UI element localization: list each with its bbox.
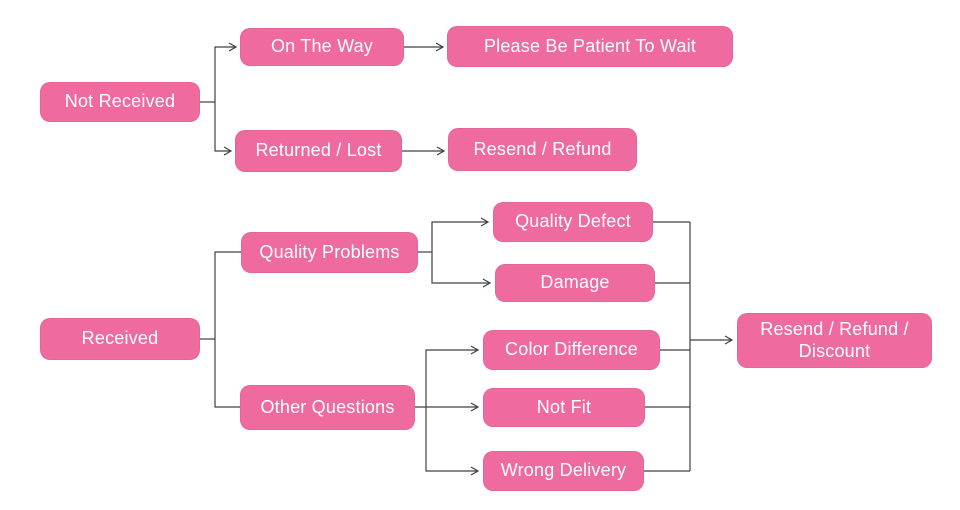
- node-on-the-way: On The Way: [240, 28, 404, 66]
- edge-not-received-to-returned-lost: [214, 102, 233, 156]
- node-received: Received: [40, 318, 200, 360]
- edge-quality-problems-to-quality-defect: [431, 217, 490, 252]
- node-quality-defect: Quality Defect: [493, 202, 653, 242]
- node-color-difference: Color Difference: [483, 330, 660, 370]
- node-other-questions: Other Questions: [240, 385, 415, 430]
- node-quality-problems: Quality Problems: [241, 232, 418, 273]
- edge-received-to-other-questions: [214, 339, 240, 408]
- node-resend-refund: Resend / Refund: [448, 128, 637, 171]
- edge-received-to-quality-problems: [214, 251, 241, 339]
- node-not-fit: Not Fit: [483, 388, 645, 427]
- node-returned-lost: Returned / Lost: [235, 130, 402, 172]
- node-wrong-delivery: Wrong Delivery: [483, 451, 644, 491]
- node-not-received: Not Received: [40, 82, 200, 122]
- edge-other-questions-to-color-difference: [425, 345, 480, 407]
- node-damage: Damage: [495, 264, 655, 302]
- node-resend-refund-discount: Resend / Refund / Discount: [737, 313, 932, 368]
- edge-not-received-to-on-the-way: [214, 42, 238, 102]
- edge-other-questions-to-wrong-delivery: [425, 407, 480, 476]
- edge-quality-problems-to-damage: [431, 252, 492, 288]
- node-please-be-patient: Please Be Patient To Wait: [447, 26, 733, 67]
